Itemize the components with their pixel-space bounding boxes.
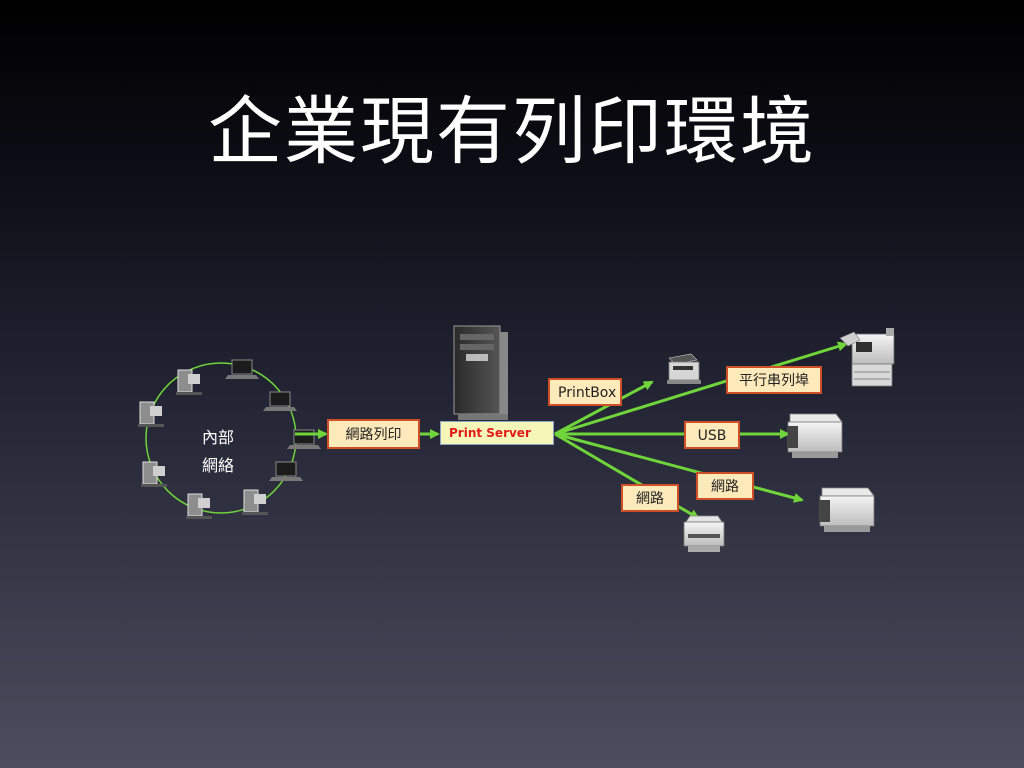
workstation-icon <box>242 489 268 515</box>
label-printbox: PrintBox <box>548 378 622 406</box>
slide-title: 企業現有列印環境 <box>208 89 816 175</box>
arrow-to-network-printer <box>554 432 804 503</box>
workstation-icon <box>138 401 164 427</box>
network-label-line2: 網絡 <box>202 456 235 475</box>
label-parallel-serial: 平行串列埠 <box>726 366 822 394</box>
copier-icon <box>839 328 895 387</box>
laptop-icon <box>263 391 297 411</box>
network-label-line1: 內部 <box>202 428 235 447</box>
printer-icon <box>667 353 701 384</box>
arrow-to-printbox <box>554 380 654 436</box>
label-network-print: 網路列印 <box>327 419 420 449</box>
laser-printer-icon <box>787 413 843 458</box>
workstation-icon <box>186 493 212 519</box>
laser-printer-icon <box>819 487 875 532</box>
label-usb: USB <box>684 421 740 449</box>
workstation-icon <box>141 461 167 487</box>
laptop-icon <box>225 359 259 379</box>
label-network-b: 網路 <box>696 472 754 500</box>
arrow-to-copier <box>554 341 848 436</box>
inkjet-printer-icon <box>683 515 725 552</box>
label-print-server: Print Server <box>440 421 554 445</box>
server-tower-icon <box>453 325 508 420</box>
label-network-a: 網路 <box>621 484 679 512</box>
laptop-icon <box>269 461 303 481</box>
workstation-icon <box>176 369 202 395</box>
